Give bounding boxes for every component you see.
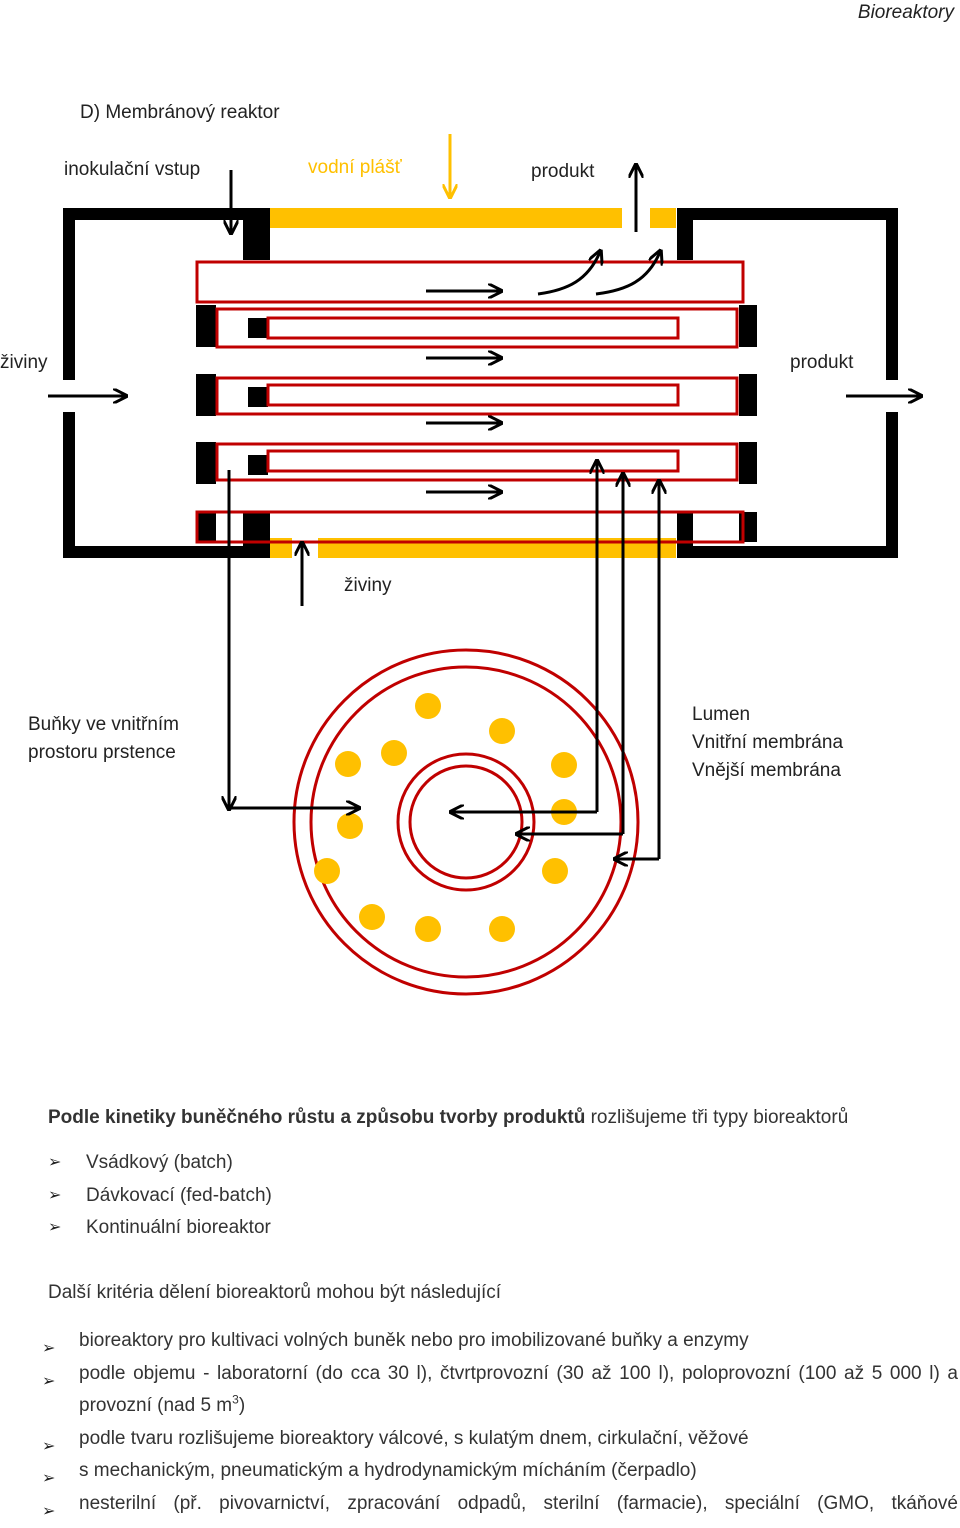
bullet-arrow-icon: ➢ bbox=[42, 1366, 55, 1399]
list-item: ➢s mechanickým, pneumatickým a hydrodyna… bbox=[42, 1455, 958, 1488]
label-nutrients-bottom: živiny bbox=[344, 575, 392, 597]
list-item: ➢bioreaktory pro kultivaci volných buněk… bbox=[42, 1325, 958, 1358]
intro-bold: Podle kinetiky buněčného růstu a způsobu… bbox=[48, 1107, 585, 1128]
label-cells-line2: prostoru prstence bbox=[28, 742, 176, 764]
volume-superscript: 3 bbox=[232, 1393, 239, 1407]
label-inoculation: inokulační vstup bbox=[64, 159, 200, 181]
label-nutrients-left: živiny bbox=[0, 352, 48, 374]
list-item: ➢Vsádkový (batch) bbox=[48, 1152, 272, 1185]
callout-arrows bbox=[229, 462, 659, 859]
criteria-list: ➢bioreaktory pro kultivaci volných buněk… bbox=[42, 1325, 958, 1520]
list-item: ➢podle tvaru rozlišujeme bioreaktory vál… bbox=[42, 1423, 958, 1456]
cells bbox=[314, 693, 577, 942]
label-inner-membrane: Vnitřní membrána bbox=[692, 732, 843, 754]
list-item: ➢Dávkovací (fed-batch) bbox=[48, 1185, 272, 1218]
label-product-top: produkt bbox=[531, 161, 594, 183]
list-item: ➢Kontinuální bioreaktor bbox=[48, 1217, 272, 1250]
label-outer-membrane: Vnější membrána bbox=[692, 760, 841, 782]
intro-rest: rozlišujeme tři typy bioreaktorů bbox=[585, 1107, 848, 1128]
list-item: ➢podle objemu - laboratorní (do cca 30 l… bbox=[42, 1358, 958, 1423]
bullet-arrow-icon: ➢ bbox=[48, 1185, 61, 1205]
reactor-types-list: ➢Vsádkový (batch) ➢Dávkovací (fed-batch)… bbox=[48, 1152, 272, 1250]
bullet-arrow-icon: ➢ bbox=[42, 1496, 55, 1528]
label-water-jacket: vodní plášť bbox=[308, 157, 402, 179]
label-product-right: produkt bbox=[790, 352, 853, 374]
cross-section bbox=[294, 650, 638, 994]
bullet-arrow-icon: ➢ bbox=[48, 1152, 61, 1172]
label-cells-line1: Buňky ve vnitřním bbox=[28, 714, 179, 736]
criteria-intro: Další kritéria dělení bioreaktorů mohou … bbox=[48, 1282, 501, 1304]
membrane-tubes bbox=[197, 262, 743, 542]
intro-paragraph: Podle kinetiky buněčného růstu a způsobu… bbox=[48, 1107, 848, 1129]
bullet-arrow-icon: ➢ bbox=[48, 1217, 61, 1237]
label-lumen: Lumen bbox=[692, 704, 750, 726]
list-item: ➢nesterilní (př. pivovarnictví, zpracová… bbox=[42, 1488, 958, 1521]
